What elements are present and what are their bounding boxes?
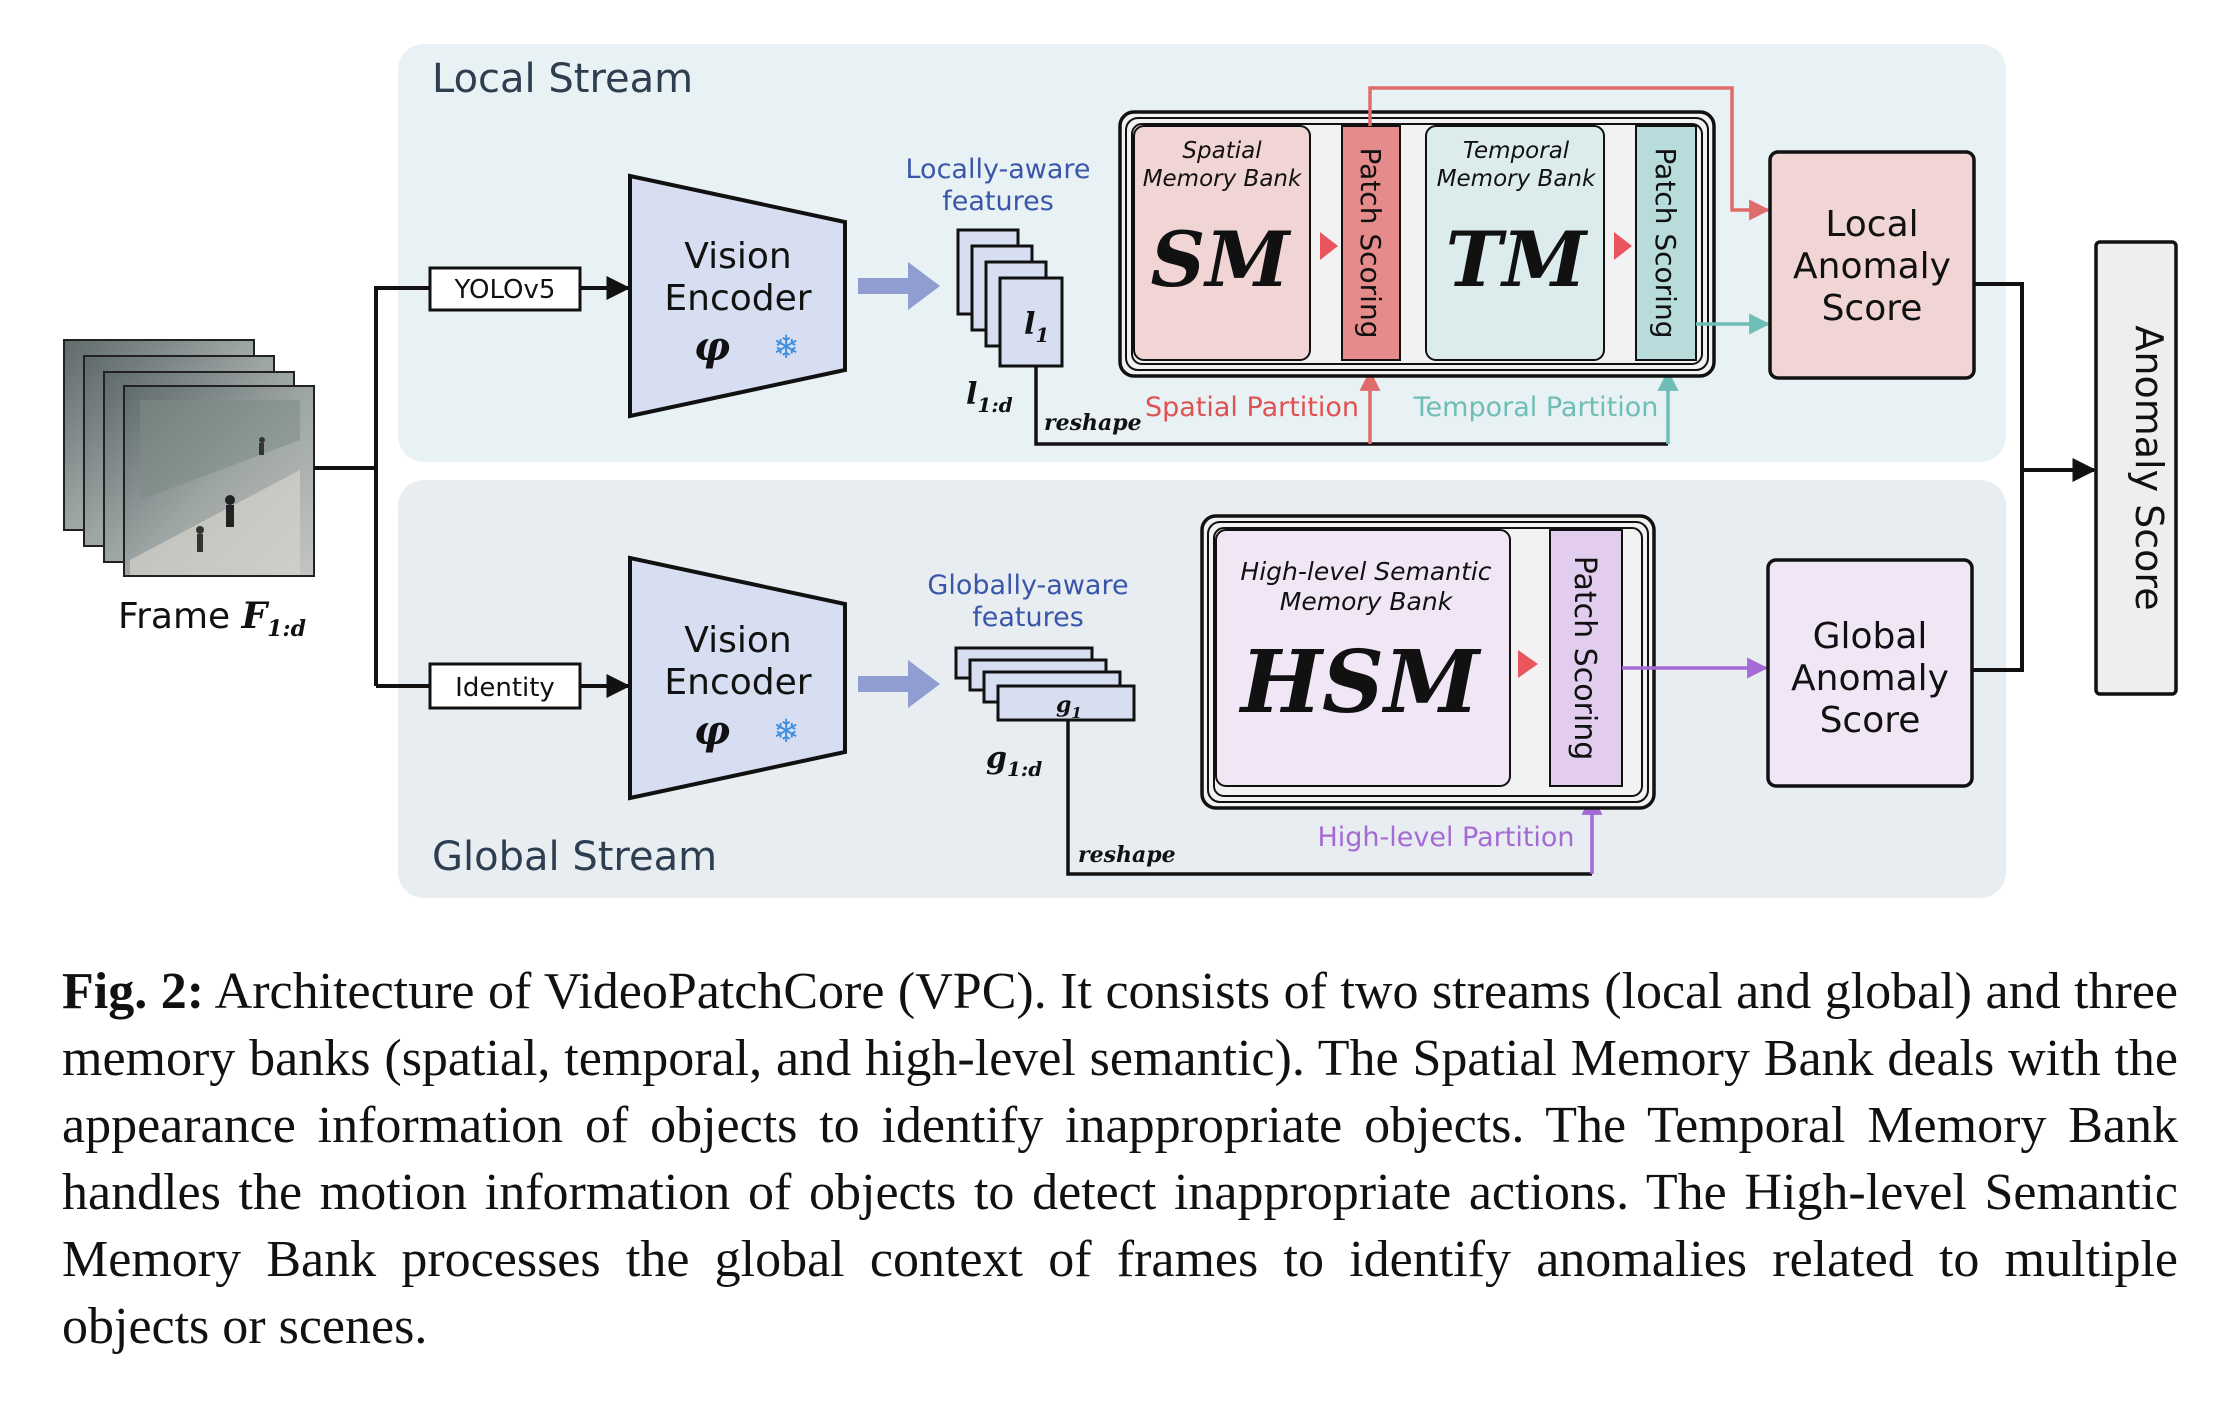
highlevel-partition-label: High-level Partition	[1317, 822, 1574, 853]
local-anomaly-score-box	[1768, 150, 1976, 380]
spatial-bank-line2: Memory Bank	[1143, 166, 1303, 192]
temporal-bank-line1: Temporal	[1463, 138, 1570, 164]
yolo-label: YOLOv5	[454, 275, 556, 305]
local-stream-title: Local Stream	[432, 56, 693, 102]
temporal-partition-label: Temporal Partition	[1413, 392, 1659, 423]
spatial-to-scoring-arrow	[1320, 232, 1338, 260]
svg-text:Anomaly: Anomaly	[1791, 658, 1949, 699]
g-range-symbol: g1:d	[986, 741, 1042, 781]
l1-symbol: l1	[1024, 307, 1049, 347]
snowflake-icon: ❄	[773, 712, 800, 750]
local-features-label-1: Locally-aware	[905, 154, 1090, 185]
temporal-to-scoring-arrow	[1614, 232, 1632, 260]
architecture-diagram: Local Stream Global Stream Frame F1:d YO…	[63, 44, 2178, 898]
tm-symbol: TM	[1446, 215, 1589, 304]
spatial-score-connector	[1368, 86, 1771, 221]
hsm-to-scoring-arrow	[1518, 650, 1538, 678]
svg-text:Vision: Vision	[684, 236, 791, 277]
spatial-memory-bank	[1133, 125, 1311, 361]
local-vision-encoder: Vision Encoder φ ❄	[628, 173, 847, 419]
svg-text:Anomaly: Anomaly	[1793, 246, 1951, 287]
temporal-patch-scoring-label: Patch Scoring	[1649, 148, 1682, 339]
spatial-bank-line1: Spatial	[1182, 138, 1262, 164]
local-feature-stack	[956, 228, 1064, 368]
frame-label: Frame F1:d	[118, 595, 306, 642]
hsm-bank-line1: High-level Semantic	[1240, 557, 1491, 586]
local-feature-arrow	[858, 262, 940, 310]
global-stream-title: Global Stream	[432, 834, 717, 880]
figure-caption: Fig. 2: Architecture of VideoPatchCore (…	[62, 958, 2178, 1360]
svg-text:Local: Local	[1825, 204, 1918, 245]
spatial-patch-scoring-label: Patch Scoring	[1354, 148, 1387, 339]
hsm-bank-line2: Memory Bank	[1280, 587, 1454, 616]
global-anomaly-score-box	[1766, 558, 1974, 788]
g1-symbol: g1	[1056, 692, 1082, 722]
global-reshape-label: reshape	[1078, 842, 1176, 868]
global-features-label-2: features	[972, 602, 1084, 633]
svg-text:Score: Score	[1822, 288, 1923, 329]
final-anomaly-score-box	[2094, 240, 2178, 696]
local-merge-line	[1974, 282, 2024, 470]
global-reshape-line	[1066, 720, 1592, 876]
hsm-patch-scoring	[1549, 529, 1623, 787]
temporal-memory-bank	[1425, 125, 1605, 361]
svg-text:Score: Score	[1820, 700, 1921, 741]
global-merge-line	[1972, 470, 2024, 672]
phi-symbol: φ	[694, 323, 730, 370]
input-frames	[63, 339, 315, 577]
global-features-label-1: Globally-aware	[927, 570, 1128, 601]
phi-symbol: φ	[694, 707, 730, 754]
local-reshape-label: reshape	[1044, 410, 1142, 436]
hsm-patch-scoring-label: Patch Scoring	[1567, 556, 1602, 761]
global-vision-encoder: Vision Encoder φ ❄	[628, 555, 847, 801]
caption-text: Architecture of VideoPatchCore (VPC). It…	[62, 963, 2178, 1355]
hsm-memory-bank	[1215, 529, 1511, 787]
caption-label: Fig. 2:	[62, 963, 205, 1020]
hsm-symbol: HSM	[1238, 632, 1482, 733]
global-feature-arrow	[858, 660, 940, 708]
snowflake-icon: ❄	[773, 328, 800, 366]
svg-text:Encoder: Encoder	[664, 278, 811, 319]
temporal-bank-line2: Memory Bank	[1437, 166, 1597, 192]
spatial-patch-scoring	[1341, 125, 1401, 361]
svg-text:Global: Global	[1813, 616, 1928, 657]
global-feature-stack	[954, 646, 1136, 722]
local-reshape-line	[1034, 366, 1668, 446]
local-features-label-2: features	[942, 186, 1054, 217]
spatial-partition-label: Spatial Partition	[1145, 392, 1359, 423]
svg-text:Vision: Vision	[684, 620, 791, 661]
yolo-box	[428, 266, 582, 312]
final-anomaly-score-label: Anomaly Score	[2127, 325, 2171, 610]
l-range-symbol: l1:d	[966, 377, 1013, 417]
sm-symbol: SM	[1150, 215, 1291, 304]
identity-label: Identity	[455, 673, 555, 703]
svg-text:Encoder: Encoder	[664, 662, 811, 703]
temporal-patch-scoring	[1635, 125, 1697, 361]
